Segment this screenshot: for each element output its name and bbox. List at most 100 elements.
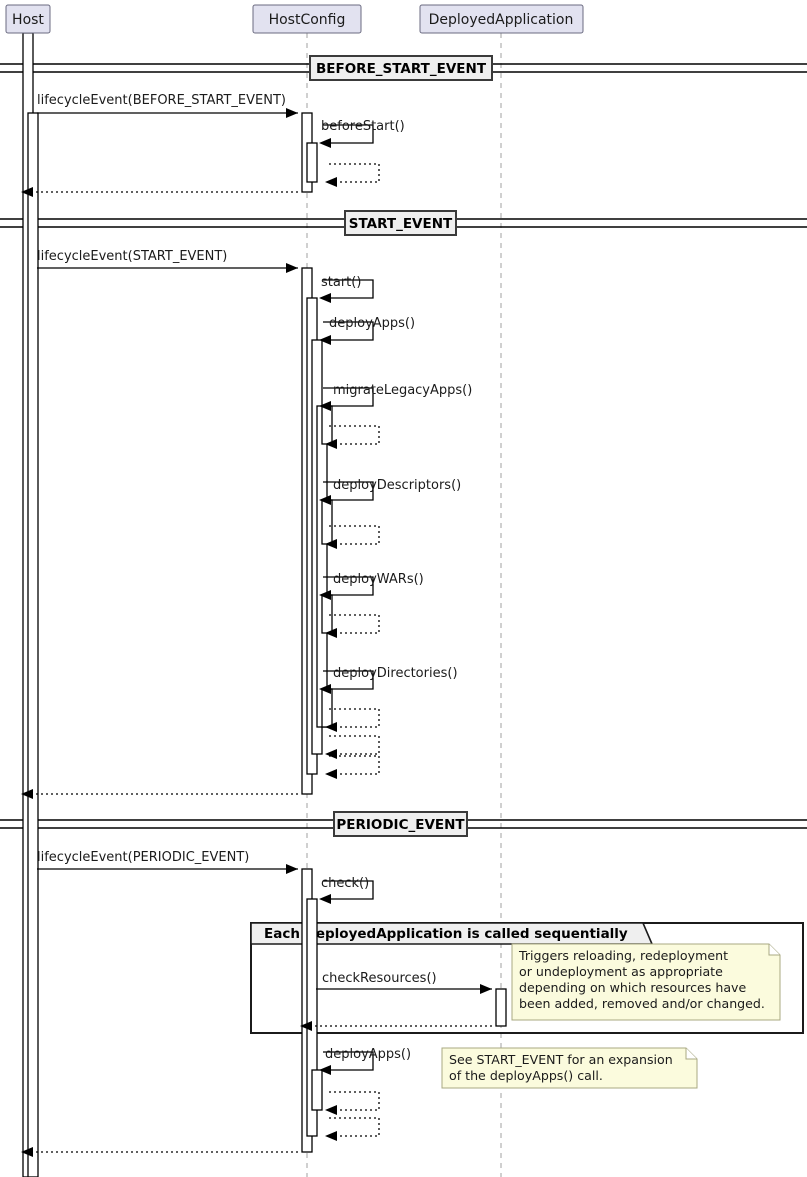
message-6: deployApps() (319, 316, 415, 345)
activation-bar-hostconfig-7 (316, 405, 328, 728)
note-fold-corner (768, 944, 780, 956)
arrowhead (325, 177, 337, 187)
message-22: deployApps() (319, 1047, 411, 1075)
self-message-path (323, 279, 374, 299)
message-23 (325, 1091, 380, 1115)
message-label: deployWARs() (333, 572, 424, 587)
message-label: start() (321, 275, 361, 290)
participant-box[interactable] (252, 4, 362, 34)
participant-deployedapplication[interactable]: DeployedApplication (419, 4, 584, 34)
self-message-path (323, 576, 374, 596)
message-1: beforeStart() (319, 119, 405, 148)
self-message-path (323, 321, 374, 341)
message-label: lifecycleEvent(BEFORE_START_EVENT) (37, 93, 286, 108)
participant-hostconfig[interactable]: HostConfig (252, 4, 362, 34)
note-line: depending on which resources have (519, 980, 747, 995)
message-17 (21, 789, 298, 799)
participant-label: Host (12, 12, 44, 28)
participant-label: HostConfig (269, 12, 346, 28)
self-message-path (323, 670, 374, 690)
activation-bar-host-1 (27, 112, 39, 1177)
arrowhead (21, 789, 33, 799)
arrowhead (325, 628, 337, 638)
message-12 (325, 614, 380, 638)
message-label: check() (321, 876, 369, 891)
group-label: Each DeployedApplication is called seque… (264, 926, 628, 942)
message-19: check() (319, 876, 374, 904)
participant-box[interactable] (5, 4, 51, 34)
note-line: Triggers reloading, redeployment (518, 948, 728, 963)
self-message-path (329, 1117, 380, 1137)
divider-label: START_EVENT (349, 216, 453, 232)
message-label: checkResources() (322, 971, 437, 986)
arrowhead (21, 187, 33, 197)
message-0: lifecycleEvent(BEFORE_START_EVENT) (37, 93, 298, 118)
message-4: lifecycleEvent(START_EVENT) (37, 249, 298, 273)
message-10 (325, 525, 380, 549)
self-message-path (329, 425, 380, 445)
arrowhead (319, 335, 331, 345)
divider-label-box (344, 210, 457, 236)
arrowhead (325, 1105, 337, 1115)
self-message-path (329, 735, 380, 755)
self-message-path (323, 124, 374, 144)
message-2 (325, 163, 380, 187)
message-13: deployDirectories() (319, 666, 458, 694)
message-16 (325, 755, 380, 779)
participant-host[interactable]: Host (5, 4, 51, 34)
activation-bar-hostconfig-8 (321, 405, 333, 445)
arrowhead (21, 1147, 33, 1157)
self-message-path (329, 614, 380, 634)
participant-box[interactable] (419, 4, 584, 34)
arrowhead (480, 984, 492, 994)
divider-label-box (333, 811, 468, 837)
note-line: of the deployApps() call. (449, 1068, 603, 1083)
arrowhead (286, 864, 298, 874)
arrowhead (286, 108, 298, 118)
arrowhead (319, 894, 331, 904)
arrowhead (319, 495, 331, 505)
note-fold-corner (685, 1048, 697, 1060)
activation-bar-deployedapplication-15 (495, 988, 507, 1027)
message-label: deployApps() (329, 316, 415, 331)
message-25 (21, 1147, 298, 1157)
self-message-path (329, 755, 380, 775)
note-line: See START_EVENT for an expansion (449, 1052, 673, 1067)
note-line: been added, removed and/or changed. (519, 996, 765, 1011)
message-18: lifecycleEvent(PERIODIC_EVENT) (37, 850, 298, 874)
arrowhead (325, 439, 337, 449)
note-body (511, 943, 781, 1021)
message-label: deployDescriptors() (333, 478, 461, 493)
message-11: deployWARs() (319, 572, 424, 600)
arrowhead (319, 684, 331, 694)
arrowhead (286, 263, 298, 273)
arrowhead (300, 1021, 312, 1031)
message-label: deployApps() (325, 1047, 411, 1062)
divider-1: START_EVENT (0, 210, 807, 236)
message-label: lifecycleEvent(PERIODIC_EVENT) (37, 850, 249, 865)
divider-0: BEFORE_START_EVENT (0, 55, 807, 81)
arrowhead (319, 293, 331, 303)
message-20: checkResources() (316, 971, 492, 994)
message-label: deployDirectories() (333, 666, 458, 681)
message-7: migrateLegacyApps() (319, 383, 472, 411)
activation-bar-hostconfig-9 (321, 499, 333, 545)
self-message-path (329, 525, 380, 545)
activation-bar-hostconfig-3 (306, 142, 318, 183)
dividers-layer: BEFORE_START_EVENT START_EVENT PERIODIC_EV… (0, 55, 807, 837)
arrowhead (325, 1131, 337, 1141)
arrowhead (325, 722, 337, 732)
divider-2: PERIODIC_EVENT (0, 811, 807, 837)
activation-bar-hostconfig-11 (321, 688, 333, 728)
message-label: beforeStart() (321, 119, 405, 134)
divider-label: PERIODIC_EVENT (336, 817, 465, 833)
self-message-path (323, 880, 374, 900)
self-message-path (329, 708, 380, 728)
message-24 (325, 1117, 380, 1141)
self-message-path (323, 481, 374, 501)
self-message-path (323, 1051, 374, 1071)
self-message-path (323, 387, 374, 407)
